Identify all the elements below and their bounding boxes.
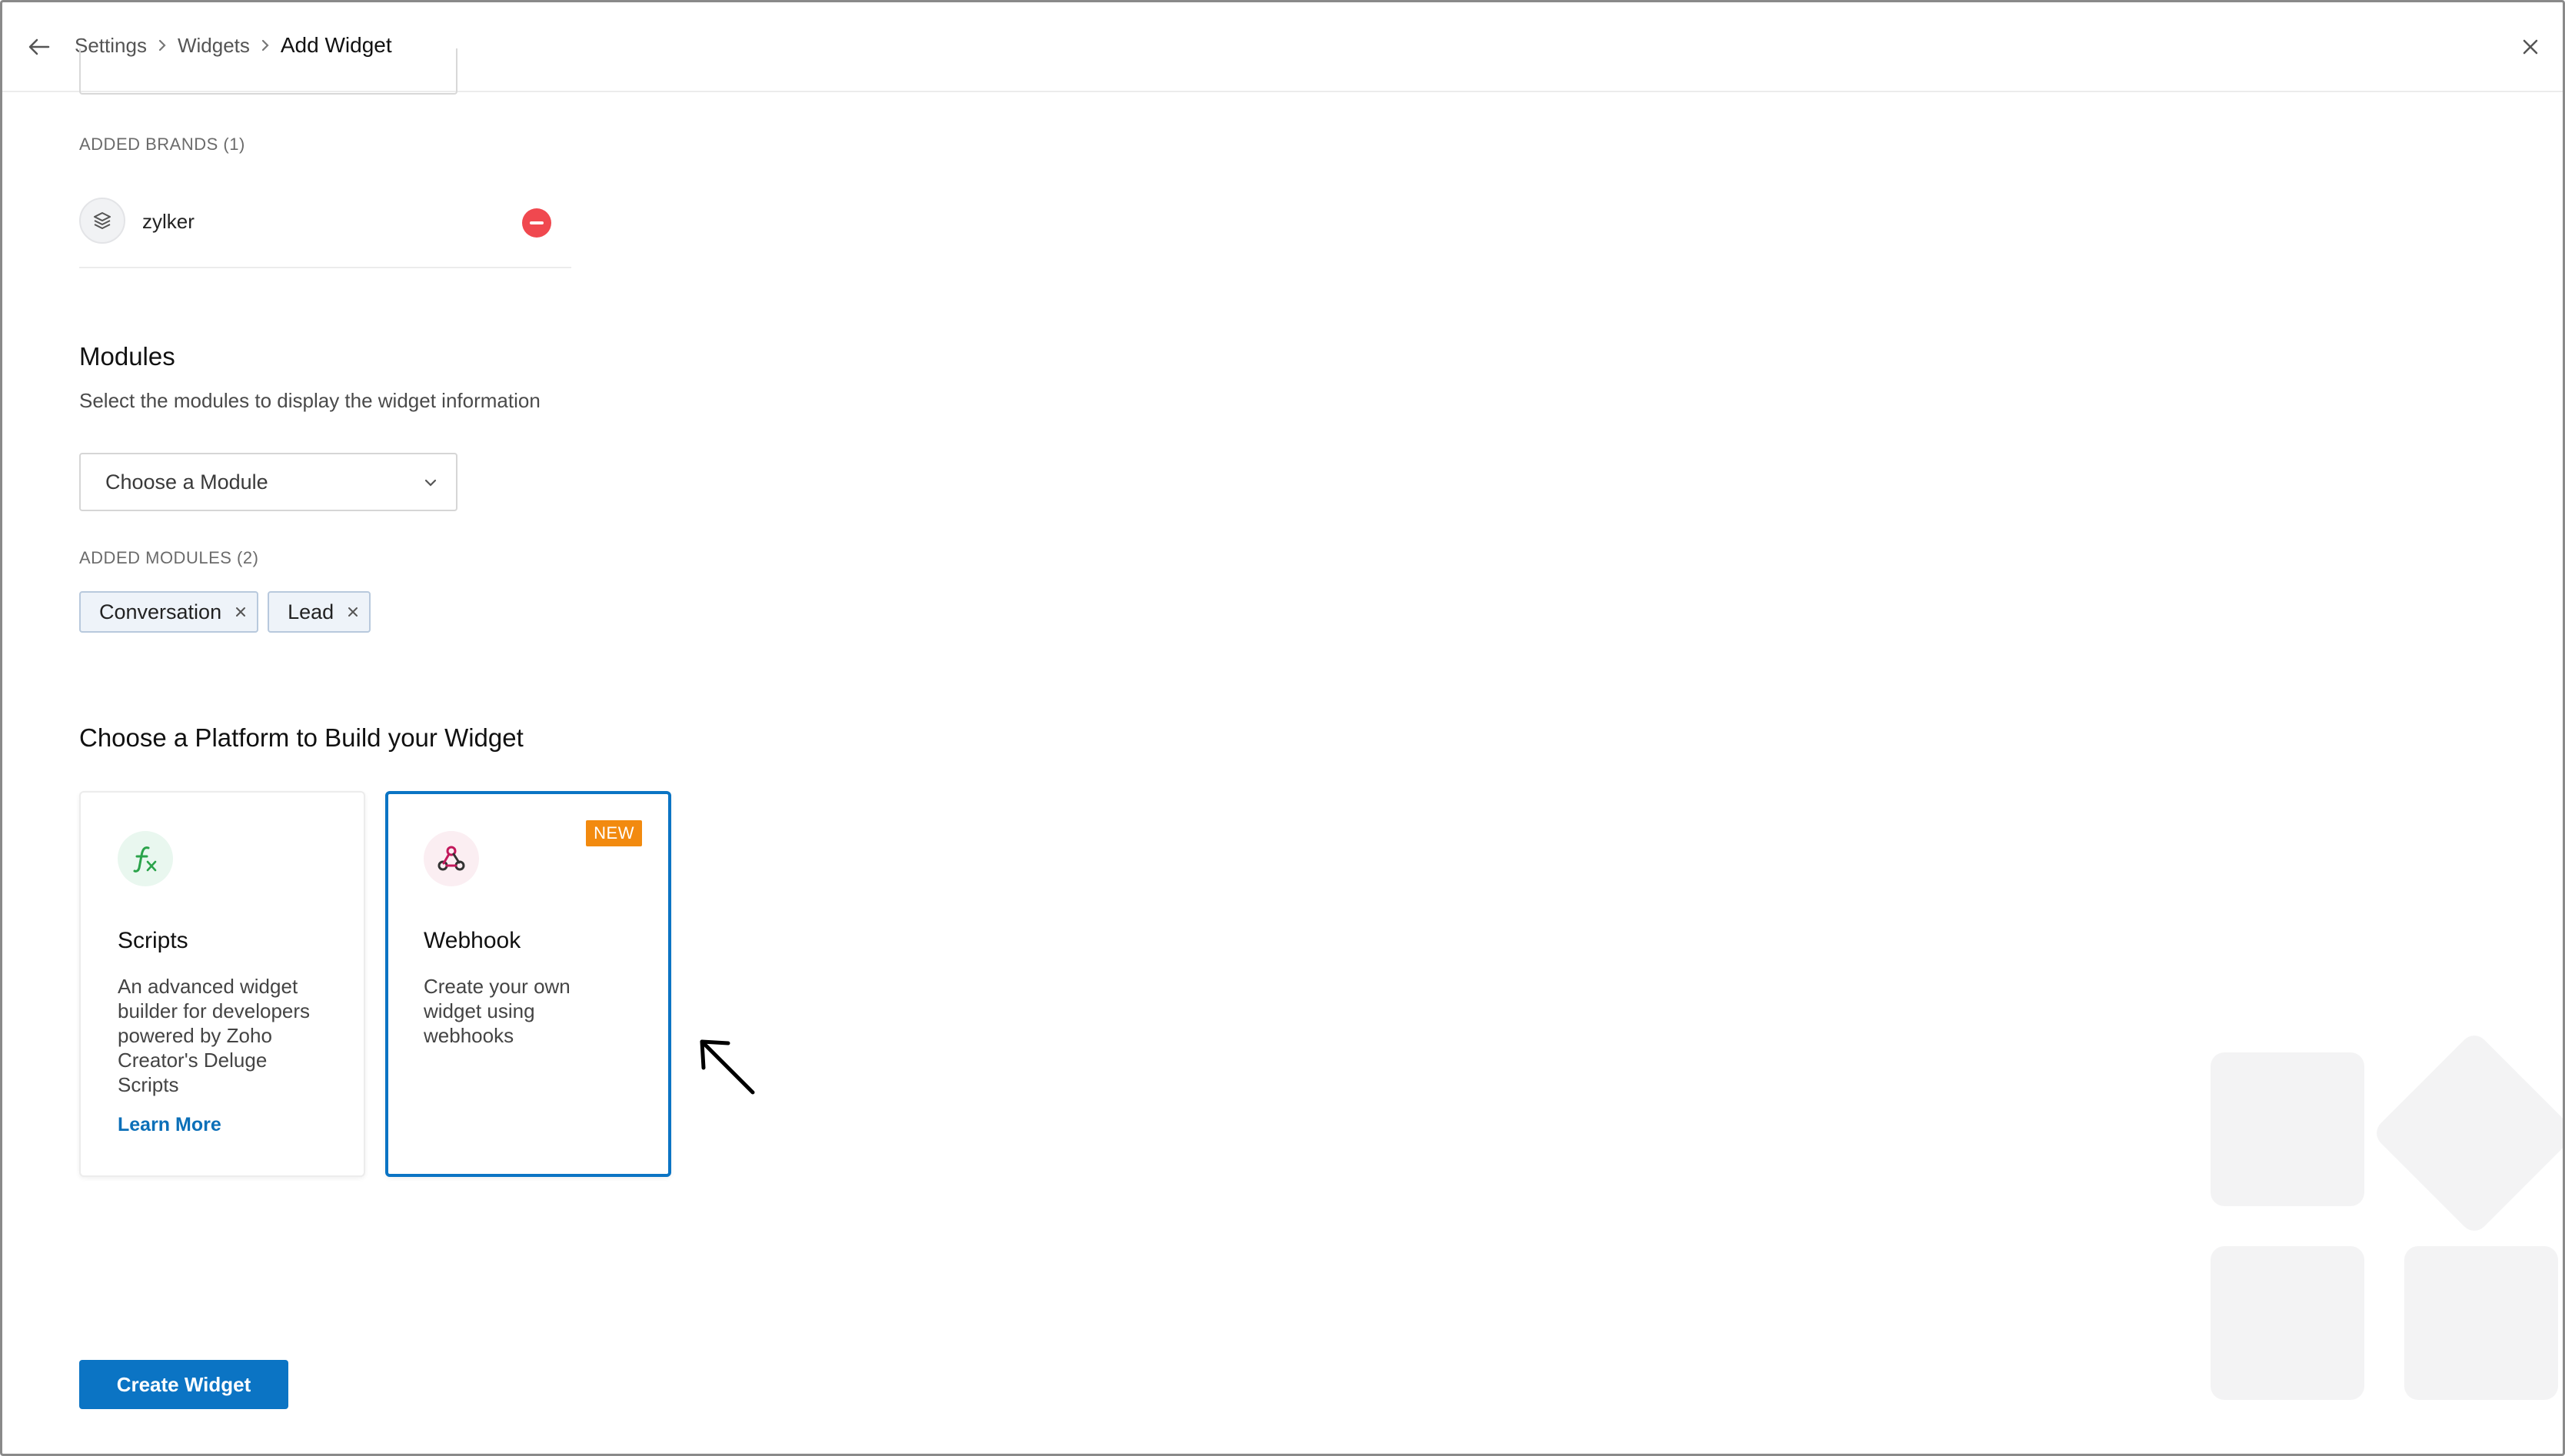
breadcrumb-widgets[interactable]: Widgets — [177, 33, 250, 57]
brand-name: zylker — [142, 210, 195, 233]
platform-card-description: Create your own widget using webhooks — [424, 975, 571, 1047]
modules-title: Modules — [79, 342, 175, 371]
module-chips: Conversation Lead — [79, 591, 371, 633]
module-chip-label: Conversation — [99, 600, 222, 623]
webhook-icon — [424, 831, 479, 886]
create-widget-button[interactable]: Create Widget — [79, 1360, 288, 1409]
brand-avatar — [79, 198, 125, 244]
chevron-right-icon — [158, 38, 167, 52]
added-modules-label: ADDED MODULES (2) — [79, 548, 259, 567]
module-chip: Conversation — [79, 591, 259, 633]
function-icon — [118, 831, 173, 886]
new-badge: NEW — [586, 820, 642, 846]
breadcrumb-settings[interactable]: Settings — [75, 33, 147, 57]
minus-icon — [530, 221, 544, 224]
back-button[interactable] — [24, 32, 55, 62]
decorative-shape — [2211, 1246, 2364, 1400]
decorative-shape — [2370, 1029, 2563, 1237]
brand-select-partial[interactable] — [79, 48, 457, 95]
platform-card-title: Webhook — [424, 928, 521, 953]
breadcrumb-current: Add Widget — [280, 33, 392, 57]
arrow-left-icon — [28, 38, 50, 55]
module-chip-label: Lead — [288, 600, 334, 623]
added-brands-label: ADDED BRANDS (1) — [79, 135, 245, 154]
remove-chip-icon[interactable] — [235, 607, 246, 617]
module-select[interactable]: Choose a Module — [79, 453, 457, 511]
close-button[interactable] — [2515, 32, 2546, 62]
platform-card-scripts[interactable]: Scripts An advanced widget builder for d… — [79, 791, 365, 1177]
module-chip: Lead — [268, 591, 371, 633]
chevron-right-icon — [261, 38, 270, 52]
learn-more-link[interactable]: Learn More — [118, 1114, 221, 1135]
brand-row: zylker — [79, 198, 571, 268]
decorative-shape — [2211, 1052, 2364, 1206]
remove-chip-icon[interactable] — [348, 607, 358, 617]
platform-card-webhook[interactable]: NEW Webhook Create your own widget using… — [385, 791, 671, 1177]
chevron-down-icon — [424, 479, 437, 487]
platform-title: Choose a Platform to Build your Widget — [79, 723, 524, 752]
decorative-shape — [2404, 1246, 2558, 1400]
arrow-pointer-icon — [700, 1039, 755, 1095]
layers-icon — [94, 212, 111, 229]
modules-description: Select the modules to display the widget… — [79, 389, 541, 412]
remove-brand-button[interactable] — [522, 208, 551, 238]
page-header: Settings Widgets Add Widget — [2, 2, 2563, 92]
platform-card-title: Scripts — [118, 928, 188, 953]
module-select-placeholder: Choose a Module — [105, 470, 268, 494]
platform-card-description: An advanced widget builder for developer… — [118, 975, 311, 1096]
close-icon — [2523, 39, 2538, 55]
breadcrumb: Settings Widgets Add Widget — [75, 33, 392, 58]
